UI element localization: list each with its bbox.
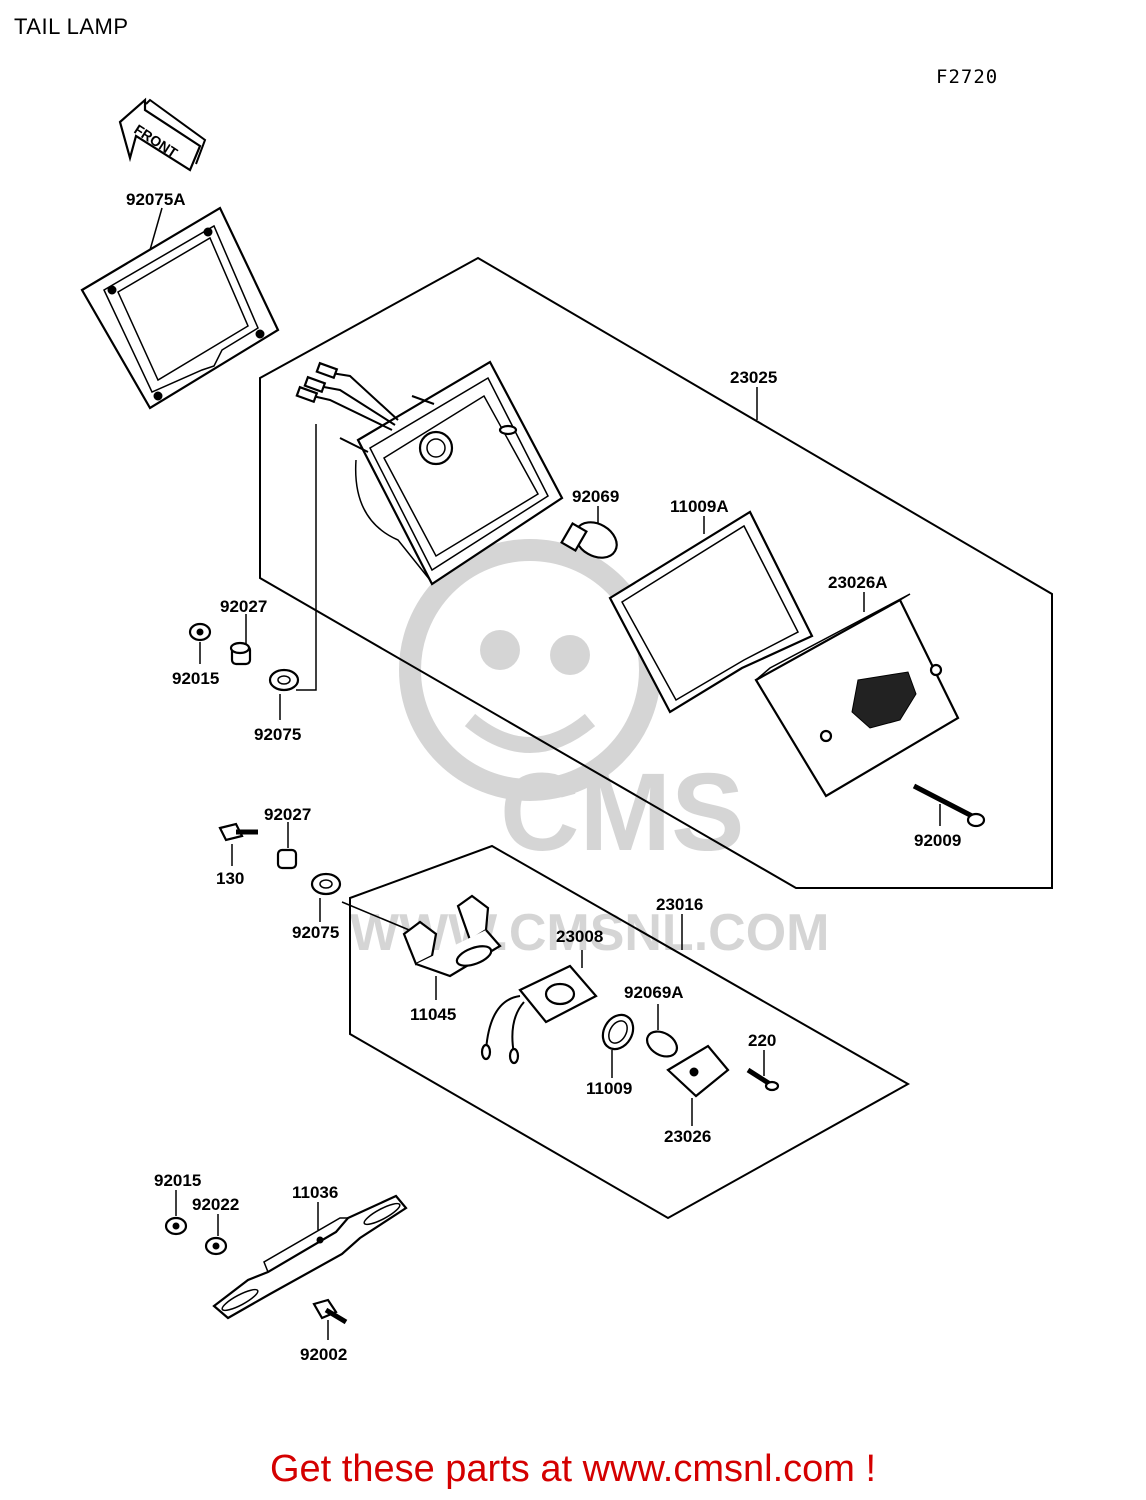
collar-92027b-icon: [276, 848, 298, 870]
screw-220-icon: [746, 1067, 780, 1092]
assembly-23025-outline: [259, 256, 1053, 889]
part-label: 92069A: [624, 983, 684, 1002]
nut-92015b-icon: [164, 1216, 188, 1236]
page-title: TAIL LAMP: [14, 14, 129, 39]
part-label: 11009: [586, 1079, 632, 1098]
part-label: 11036: [292, 1183, 338, 1202]
part-label: 11009A: [670, 497, 729, 516]
part-label: 92015: [172, 669, 219, 688]
lamp-socket: [480, 964, 598, 1065]
part-label: 23016: [656, 895, 703, 914]
part-label: 92027: [264, 805, 311, 824]
bolt-92002-icon: [312, 1298, 348, 1325]
lens-grid: [851, 671, 917, 729]
nut-92015-icon: [188, 622, 212, 642]
washer-92022-icon: [204, 1236, 228, 1256]
part-label: 130: [216, 869, 244, 888]
part-labels: 92075A 23025 92069 11009A 23026A 92027 9…: [126, 190, 961, 1364]
part-label: 23026A: [828, 573, 888, 592]
bracket-11036: [212, 1194, 408, 1320]
grommet-92075-icon: [268, 668, 300, 692]
figure-code: F2720: [936, 66, 999, 88]
front-arrow-icon: FRONT: [118, 97, 207, 172]
footer-link[interactable]: Get these parts at www.cmsnl.com !: [269, 1448, 877, 1490]
part-label: 92002: [300, 1345, 347, 1364]
part-label: 92022: [192, 1195, 239, 1214]
bolt-130-icon: [218, 822, 258, 842]
part-label: 23026: [664, 1127, 711, 1146]
license-bracket: [402, 894, 502, 978]
part-label: 92075: [292, 923, 339, 942]
tail-lens: [754, 593, 960, 798]
part-label: 92015: [154, 1171, 201, 1190]
tail-lamp-housing: [295, 360, 564, 586]
parts-diagram: FRONT: [80, 97, 1053, 1364]
grommet-92075b-icon: [310, 872, 342, 896]
part-label: 220: [748, 1031, 776, 1050]
bulb-small-icon: [645, 1030, 679, 1058]
assembly-23016-outline: [349, 844, 911, 1220]
gasket-plate: [80, 206, 280, 410]
screw-icon: [912, 783, 986, 828]
license-lens-cover: [666, 1044, 730, 1098]
part-label: 23025: [730, 368, 777, 387]
watermark-logo-text: CMS: [500, 751, 744, 874]
part-label: 92075A: [126, 190, 186, 209]
part-label: 92075: [254, 725, 301, 744]
collar-92027-icon: [229, 641, 252, 666]
part-label: 11045: [410, 1005, 456, 1024]
lens-gasket: [608, 510, 814, 714]
part-label: 23008: [556, 927, 603, 946]
part-label: 92027: [220, 597, 267, 616]
part-label: 92069: [572, 487, 619, 506]
bulb-icon: [560, 521, 618, 559]
gasket-ring-icon: [601, 1013, 635, 1051]
part-label: 92009: [914, 831, 961, 850]
